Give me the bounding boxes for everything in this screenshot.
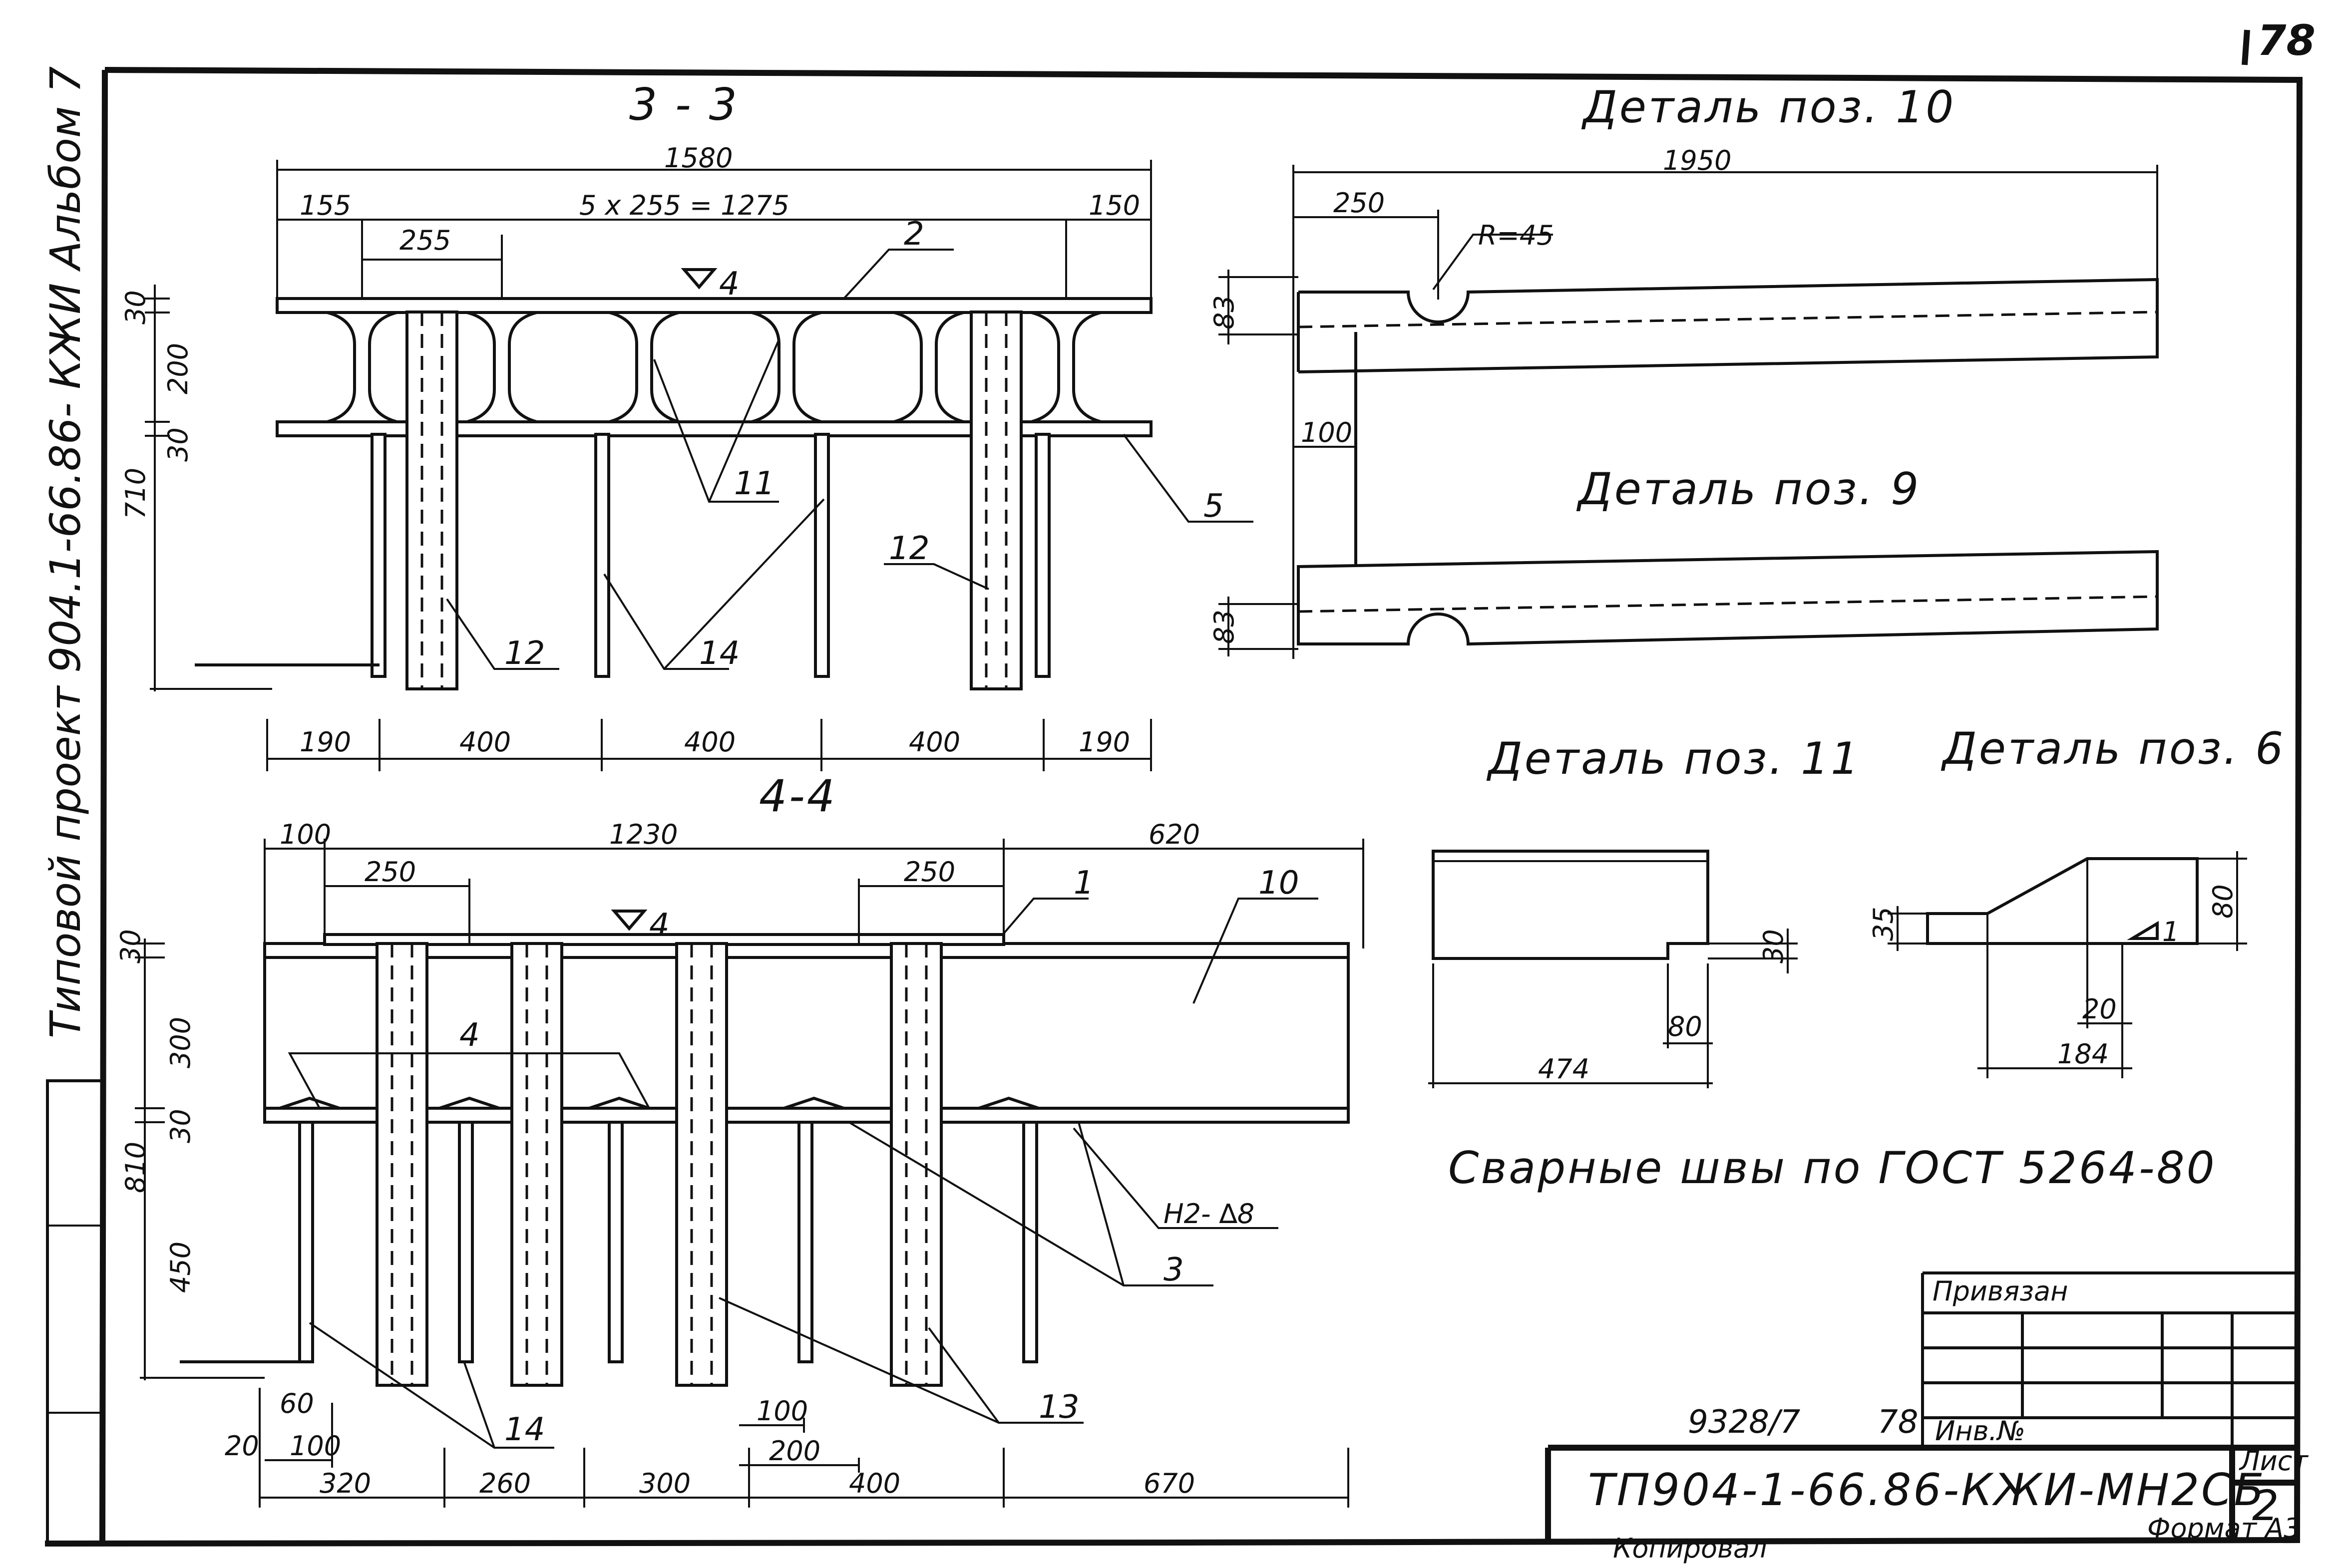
i-beam-profile (893, 311, 964, 423)
detail-6-title: Деталь поз. 6 (1941, 723, 2285, 774)
dim-44-bottom-1: 260 (479, 1468, 531, 1499)
callout-14: 14 (699, 635, 740, 672)
dim-6-20: 20 (2082, 993, 2117, 1025)
title-block: Привязан Инв.№ 9328/7 78 ТП904-1-66.86-К… (1545, 1271, 2309, 1564)
dim-250a: 250 (365, 856, 416, 888)
dim-184: 184 (2057, 1038, 2109, 1070)
dim-155: 155 (300, 190, 351, 221)
detail-10-title: Деталь поз. 10 (1581, 81, 1955, 133)
callout-3: 3 (1164, 1252, 1184, 1288)
callout-12b: 12 (889, 530, 929, 567)
i-beam-profile (466, 311, 537, 423)
section-4-4: 4-4 100 1230 620 250 250 (115, 770, 1364, 1508)
dim-810: 810 (120, 1142, 151, 1193)
format-label: Формат А3 (2147, 1513, 2301, 1544)
i-beam-profile (751, 311, 822, 423)
dim-bottom-3: 400 (909, 726, 960, 758)
dim-11-30: 30 (1758, 929, 1789, 963)
dim-44-bottom-4: 670 (1144, 1468, 1195, 1499)
callout-4: 4 (459, 1017, 480, 1054)
callout-12a: 12 (504, 635, 545, 672)
weld-callout: Н2- ∆8 (1164, 1198, 1254, 1230)
callout-5: 5 (1203, 488, 1224, 525)
dim-11-80: 80 (1668, 1011, 1702, 1042)
bound-label: Привязан (1933, 1275, 2068, 1307)
inv-label: Инв.№ (1935, 1415, 2025, 1447)
dim-6-80: 80 (2207, 884, 2239, 919)
detail-11: Деталь поз. 11 474 80 30 (1428, 733, 1861, 1088)
callout-10: 10 (1258, 865, 1299, 902)
dim-60: 60 (280, 1388, 314, 1419)
dim-44-bottom-3: 400 (849, 1468, 900, 1499)
i-beam-profile (1031, 311, 1102, 423)
sheet-frame (44, 29, 2303, 1547)
i-beam-profile (609, 311, 680, 423)
section-3-3-title: 3 - 3 (629, 79, 739, 130)
dim-100b: 100 (757, 1395, 808, 1427)
dim-44-30a: 30 (115, 929, 146, 963)
dim-1580: 1580 (664, 142, 733, 174)
section-3-3-level: 4 (719, 266, 740, 303)
dim-5x255: 5 x 255 = 1275 (579, 190, 789, 221)
dim-83b: 83 (1208, 610, 1240, 644)
dim-44-bottom-2: 300 (639, 1468, 691, 1499)
dim-44-bottom-0: 320 (320, 1468, 371, 1499)
dim-255: 255 (399, 225, 451, 256)
dim-620: 620 (1149, 819, 1200, 850)
detail-6-weld: 1 (2162, 916, 2179, 947)
dim-250b: 250 (904, 856, 955, 888)
dim-bottom-4: 190 (1079, 726, 1130, 758)
dim-200: 200 (162, 343, 194, 394)
callout-13: 13 (1039, 1389, 1079, 1426)
dim-710: 710 (120, 468, 151, 519)
sheet-label: Лист (2239, 1445, 2309, 1477)
detail-6: Деталь поз. 6 35 80 20 184 1 (1868, 723, 2285, 1078)
callout-14b: 14 (504, 1411, 545, 1448)
detail-9-title: Деталь поз. 9 (1576, 463, 1921, 515)
dim-bottom-2: 400 (684, 726, 736, 758)
callout-11: 11 (734, 465, 775, 502)
section-4-4-title: 4-4 (759, 770, 837, 822)
copied-label: Копировал (1613, 1533, 1767, 1564)
dim-300: 300 (165, 1017, 196, 1068)
dim-bottom-0: 190 (300, 726, 351, 758)
weld-note: Сварные швы по ГОСТ 5264-80 (1448, 1142, 2217, 1194)
dim-150: 150 (1089, 190, 1140, 221)
dim-bottom-1: 400 (459, 726, 511, 758)
page-number: 78 (2257, 16, 2316, 65)
dim-450: 450 (165, 1242, 196, 1293)
dim-30a: 30 (120, 290, 151, 324)
dim-100-det: 100 (1301, 417, 1352, 448)
dim-44-30b: 30 (165, 1109, 196, 1143)
section-3-3: 3 - 3 4 1580 155 5 x 255 = 1275 150 255 … (120, 79, 1253, 771)
designation: ТП904-1-66.86-КЖИ-МН2СБ (1588, 1464, 2266, 1516)
detail-10-9: Деталь поз. 10 1950 250 R=45 83 100 83 Д… (1208, 81, 2159, 659)
dim-83a: 83 (1208, 295, 1240, 329)
dim-1950: 1950 (1663, 145, 1731, 176)
callout-1: 1 (1074, 865, 1094, 902)
section-4-4-level: 4 (649, 907, 670, 944)
inv-number: 9328/7 (1688, 1404, 1800, 1441)
dim-1230: 1230 (609, 819, 678, 850)
dim-35: 35 (1868, 907, 1899, 941)
dim-250: 250 (1333, 187, 1385, 219)
side-title: Типовой проект 904.1-66.86- КЖИ Альбом 7 (41, 66, 90, 1038)
sheet-number: 2 (2252, 1481, 2279, 1530)
detail-11-title: Деталь поз. 11 (1486, 733, 1861, 784)
dim-474: 474 (1538, 1053, 1589, 1085)
dim-200: 200 (769, 1435, 820, 1467)
dim-100: 100 (280, 819, 331, 850)
callout-2: 2 (904, 216, 924, 253)
inv-page: 78 (1878, 1404, 1918, 1441)
dim-100a: 100 (290, 1430, 341, 1462)
dim-30b: 30 (162, 427, 194, 462)
dim-20: 20 (225, 1430, 259, 1462)
i-beam-profile (327, 311, 397, 423)
